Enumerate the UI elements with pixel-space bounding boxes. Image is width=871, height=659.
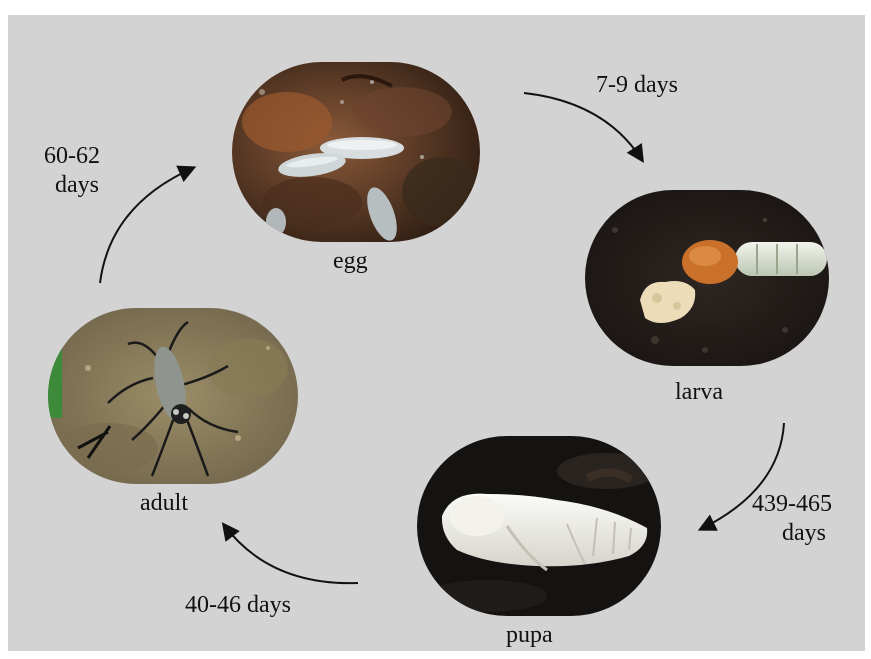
arrow-larva-to-pupa	[701, 423, 784, 529]
arrow-egg-to-larva	[524, 93, 642, 160]
arrow-pupa-to-adult	[224, 525, 358, 583]
arrow-adult-to-egg	[100, 168, 193, 283]
